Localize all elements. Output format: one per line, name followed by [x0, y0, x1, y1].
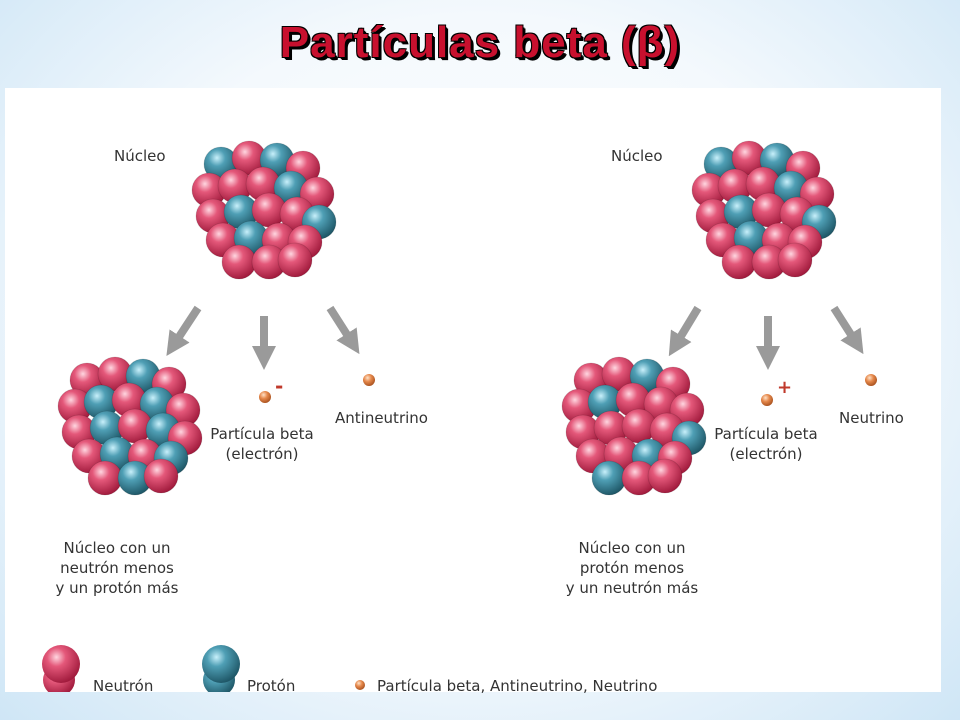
- particle-legend-icon: [355, 680, 365, 690]
- left-arrow-to-antineutrino: [326, 305, 360, 355]
- legend-particles-label: Partícula beta, Antineutrino, Neutrino: [377, 677, 658, 695]
- left-daughter-nucleus: [57, 356, 203, 496]
- right-daughter-label: Núcleo con un protón menos y un neutrón …: [565, 539, 699, 597]
- left-beta-label: Partícula beta (electrón): [210, 425, 314, 463]
- antineutrino-label: Antineutrino: [335, 409, 428, 427]
- neutron-sphere: [221, 244, 257, 280]
- left-nucleus-label: Núcleo: [114, 147, 166, 165]
- right-charge-sign: +: [777, 377, 793, 398]
- left-parent-nucleus: [191, 140, 337, 280]
- right-parent-nucleus: [691, 140, 837, 280]
- legend-neutron-label: Neutrón: [93, 677, 154, 695]
- right-arrow-to-neutrino: [830, 305, 864, 355]
- neutron-sphere: [277, 242, 313, 278]
- right-daughter-nucleus: [561, 356, 707, 496]
- neutron-legend-icon: [42, 645, 80, 692]
- neutrino-particle-icon: [865, 374, 877, 386]
- proton-sphere: [591, 460, 627, 496]
- right-arrow-to-daughter: [668, 305, 702, 357]
- legend-proton-label: Protón: [247, 677, 296, 695]
- decay-diagram-graphics: [42, 140, 877, 692]
- left-arrow-to-daughter: [166, 305, 202, 357]
- right-beta-label: Partícula beta (electrón): [714, 425, 818, 463]
- antineutrino-particle-icon: [363, 374, 375, 386]
- neutron-sphere: [143, 458, 179, 494]
- right-nucleus-label: Núcleo: [611, 147, 663, 165]
- neutron-sphere: [721, 244, 757, 280]
- left-daughter-label: Núcleo con un neutrón menos y un protón …: [55, 539, 179, 597]
- left-beta-particle-icon: [259, 391, 271, 403]
- right-beta-particle-icon: [761, 394, 773, 406]
- neutrino-label: Neutrino: [839, 409, 904, 427]
- neutron-sphere: [647, 458, 683, 494]
- neutron-sphere: [87, 460, 123, 496]
- diagram-panel: Núcleo Núcleo - + Partícula beta (electr…: [5, 88, 941, 695]
- left-decay-arrows: [166, 305, 360, 370]
- proton-legend-icon: [202, 645, 240, 692]
- neutron-sphere: [777, 242, 813, 278]
- left-charge-sign: -: [275, 374, 284, 398]
- right-decay-arrows: [668, 305, 864, 370]
- slide-title: Partículas beta (β): [279, 18, 681, 67]
